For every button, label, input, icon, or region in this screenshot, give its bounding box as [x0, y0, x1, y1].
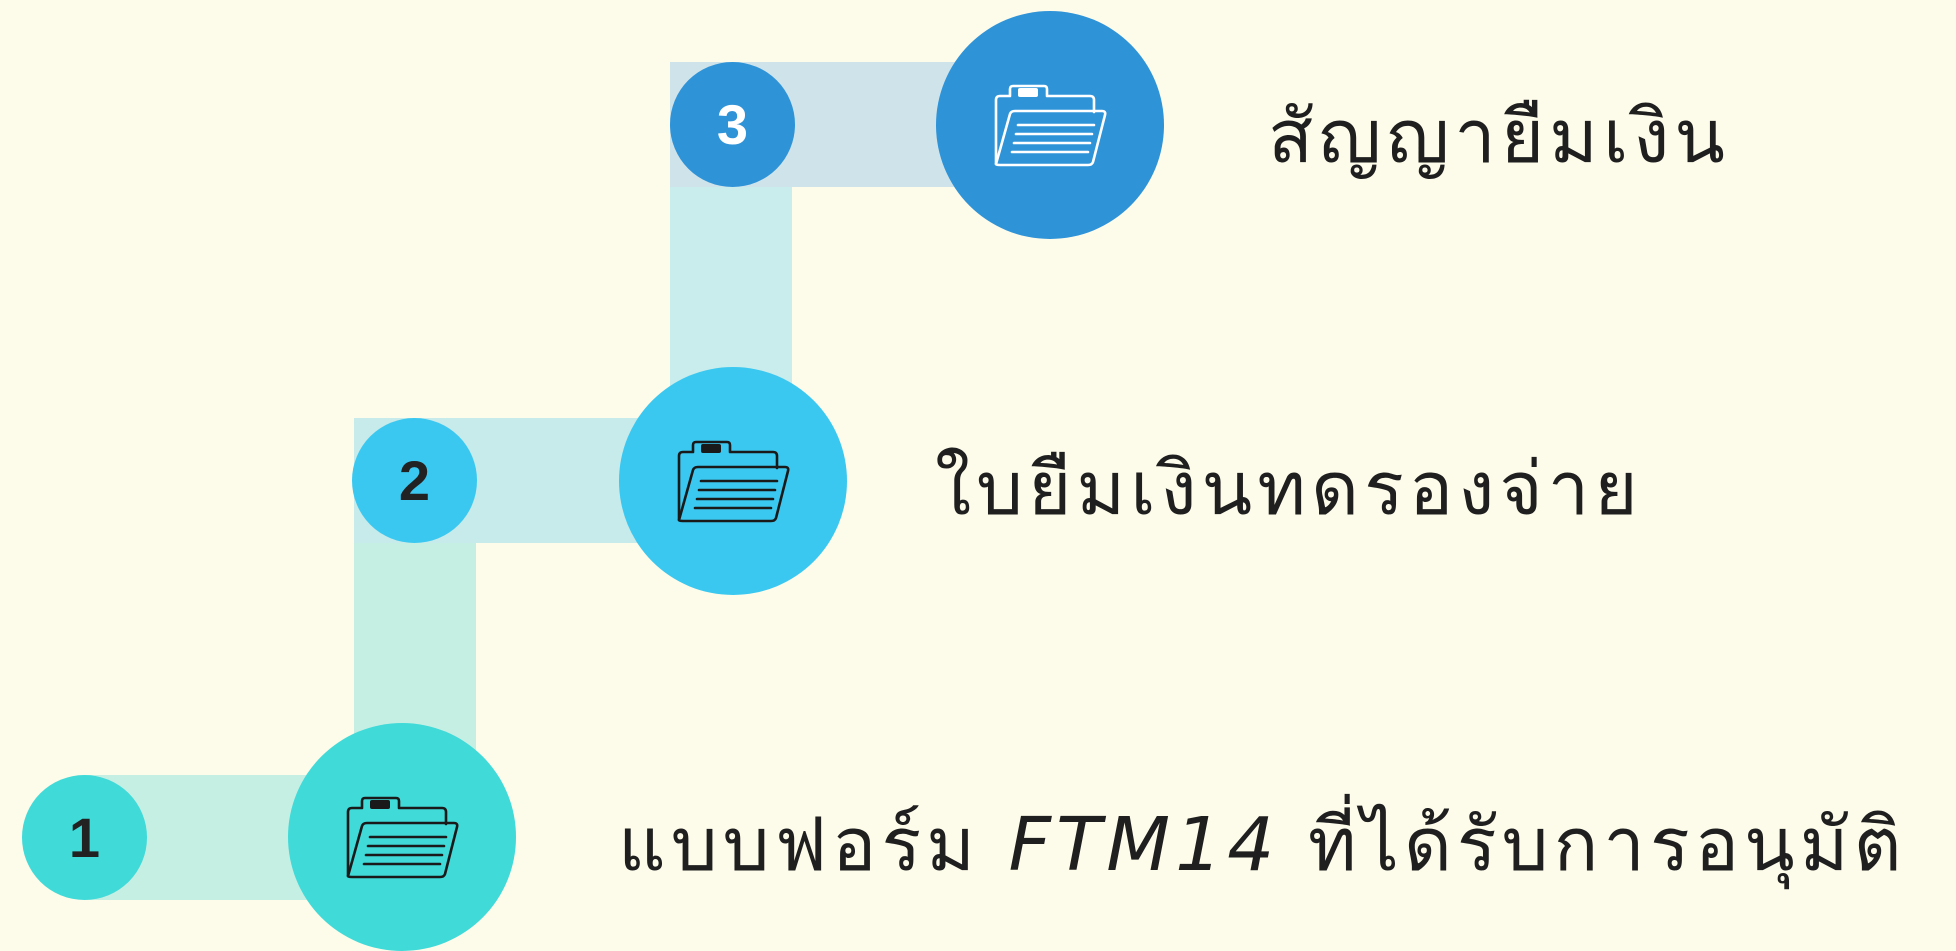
step-3-label: สัญญายืมเงิน [1268, 94, 1730, 180]
folder-document-icon [994, 84, 1107, 167]
step-2-number: 2 [398, 448, 431, 512]
step-1-label-suffix: ที่ได้รับการอนุมัติ [1279, 802, 1907, 888]
step-2-number-badge: 2 [352, 418, 477, 543]
step-1-label: แบบฟอร์ม FTM14 ที่ได้รับการอนุมัติ [618, 808, 1907, 882]
folder-document-icon [677, 440, 790, 523]
step-2-icon-circle [619, 367, 847, 595]
step-3-number: 3 [716, 92, 749, 156]
step-1-number: 1 [68, 805, 101, 869]
step-1-icon-circle [288, 723, 516, 951]
step-1-number-badge: 1 [22, 775, 147, 900]
folder-document-icon [346, 796, 459, 879]
step-1-label-prefix: แบบฟอร์ม [618, 802, 1009, 888]
step-3-icon-circle [936, 11, 1164, 239]
step-2-label: ใบยืมเงินทดรองจ่าย [935, 446, 1643, 532]
step-3-number-badge: 3 [670, 62, 795, 187]
step-1-label-code: FTM14 [1008, 802, 1280, 888]
